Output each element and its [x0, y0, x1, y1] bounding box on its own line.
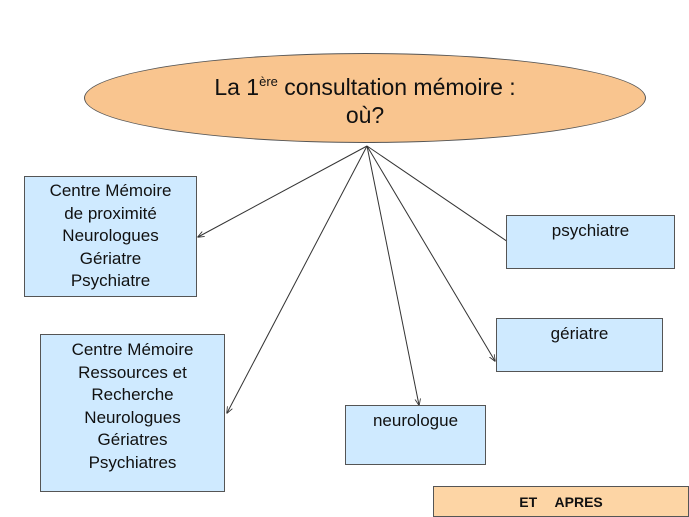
- box-geriatre: gériatre: [496, 318, 663, 372]
- box-centre-memoire-proximite: Centre Mémoire de proximité Neurologues …: [24, 176, 197, 297]
- arrow-to-psychiatre: [366, 145, 514, 246]
- title-line-2: où?: [345, 101, 385, 128]
- arrow-to-geriatre: [366, 145, 495, 361]
- et-apres-label: ET APRES: [433, 486, 689, 517]
- central-question-ellipse: La 1ère consultation mémoire : où?: [84, 53, 646, 143]
- arrow-to-neurologue: [366, 145, 419, 405]
- box-neurologue: neurologue: [345, 405, 486, 465]
- arrow-to-centre-proximite: [198, 145, 368, 237]
- box-centre-memoire-ressources: Centre Mémoire Ressources et Recherche N…: [40, 334, 225, 492]
- title-line-1: La 1ère consultation mémoire :: [214, 73, 516, 100]
- arrow-to-centre-ressources: [227, 145, 368, 413]
- box-psychiatre: psychiatre: [506, 215, 675, 269]
